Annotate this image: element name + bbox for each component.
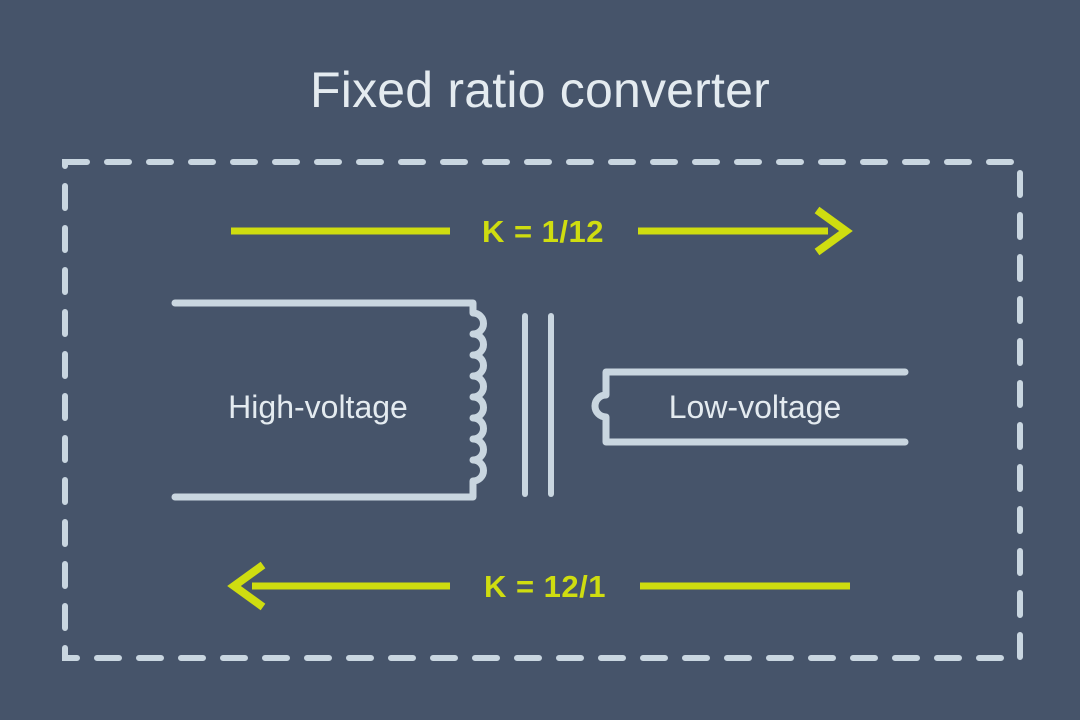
reverse-flow-arrow: K = 12/1 (227, 561, 850, 611)
forward-flow-label: K = 1/12 (482, 214, 604, 249)
page-title: Fixed ratio converter (310, 62, 770, 118)
primary-winding-label: High-voltage (228, 389, 408, 425)
converter-boundary (62, 159, 1023, 661)
transformer-core (522, 313, 554, 497)
reverse-arrowhead-icon (227, 561, 266, 611)
primary-coil-path (171, 299, 487, 501)
forward-arrowhead-icon (814, 206, 853, 256)
secondary-coil-path (591, 368, 909, 446)
primary-winding: High-voltage (171, 299, 487, 501)
secondary-winding: Low-voltage (591, 368, 909, 446)
forward-flow-arrow: K = 1/12 (231, 206, 853, 256)
reverse-flow-label: K = 12/1 (484, 569, 606, 604)
secondary-winding-label: Low-voltage (669, 389, 842, 425)
